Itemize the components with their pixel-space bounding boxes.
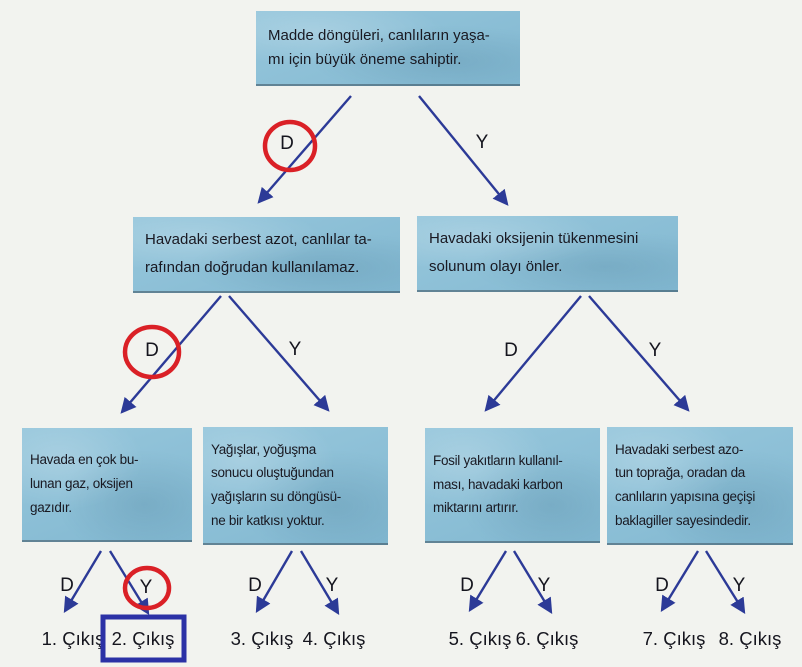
branch-exit3-d: D [460,575,474,596]
arrow-azot-d [120,295,222,414]
branch-level1-d: D [280,133,294,154]
node-yagis-text: Yağışlar, yoğuşma sonucu oluştuğundan ya… [211,441,341,528]
exit-label-6: 6. Çıkış [515,628,579,649]
arrow-yagis-d [255,550,294,614]
branch-level2-left-y: Y [288,339,302,360]
node-azot: Havadaki serbest azot, canlılar ta- rafı… [133,217,400,293]
node-gaz-text: Havada en çok bu- lunan gaz, oksijen gaz… [30,452,139,515]
branch-exit2-d: D [248,575,262,596]
exit-label-8: 8. Çıkış [718,628,782,649]
arrow-oksijen-d [484,295,582,412]
branch-exit1-y: Y [139,577,153,598]
arrow-azot-y [228,295,330,412]
arrow-fosil-d [468,550,508,612]
branch-exit4-y: Y [732,575,746,596]
node-fosil-text: Fosil yakıtların kullanıl- ması, havadak… [433,452,563,516]
branch-level2-right-d: D [504,340,518,361]
branch-exit1-d: D [60,575,74,596]
exit-label-5: 5. Çıkış [448,628,512,649]
arrow-oksijen-y [588,295,690,412]
branch-level2-right-y: Y [648,340,662,361]
branch-exit4-d: D [655,575,669,596]
exit-label-1: 1. Çıkış [41,628,105,649]
node-madde-dongusu-text: Madde döngüleri, canlıların yaşa- mı içi… [268,26,490,68]
exit-label-7: 7. Çıkış [642,628,706,649]
exit-label-2: 2. Çıkış [111,628,175,649]
branch-level2-left-d: D [145,340,159,361]
node-madde-dongusu: Madde döngüleri, canlıların yaşa- mı içi… [256,11,520,86]
node-gaz: Havada en çok bu- lunan gaz, oksijen gaz… [22,428,192,542]
node-oksijen: Havadaki oksijenin tükenmesini solunum o… [417,216,678,292]
branch-exit3-y: Y [537,575,551,596]
branch-exit2-y: Y [325,575,339,596]
node-baklagil: Havadaki serbest azo- tun toprağa, orada… [607,427,793,545]
node-yagis: Yağışlar, yoğuşma sonucu oluştuğundan ya… [203,427,388,545]
branch-level1-y: Y [475,132,489,153]
arrow-root-y [418,95,509,206]
exit-label-4: 4. Çıkış [302,628,366,649]
node-fosil: Fosil yakıtların kullanıl- ması, havadak… [425,428,600,543]
node-baklagil-text: Havadaki serbest azo- tun toprağa, orada… [615,441,756,528]
node-oksijen-text: Havadaki oksijenin tükenmesini solunum o… [429,230,639,275]
node-azot-text: Havadaki serbest azot, canlılar ta- rafı… [145,231,372,276]
arrow-root-d [257,95,352,204]
exit-label-3: 3. Çıkış [230,628,294,649]
